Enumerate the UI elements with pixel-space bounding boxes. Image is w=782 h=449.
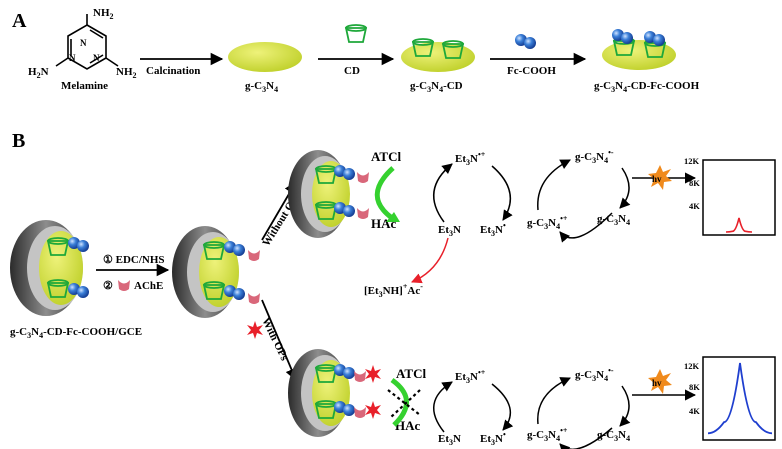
tick-label: 12K <box>684 156 700 166</box>
tick-label: 8K <box>689 382 700 392</box>
svg-text:N: N <box>80 38 87 48</box>
electrode-modified <box>10 220 89 316</box>
ecl-peak-small <box>725 217 753 233</box>
svg-text:g-C3N4•+: g-C3N4•+ <box>527 426 568 443</box>
ecl-peak-large <box>707 362 773 435</box>
svg-text:Et3N: Et3N <box>438 224 461 238</box>
svg-text:[Et3NH]+Ac-: [Et3NH]+Ac- <box>364 282 423 299</box>
svg-text:Et3N•+: Et3N•+ <box>455 150 486 167</box>
svg-text:Et3N•: Et3N• <box>480 430 506 447</box>
with-ops-label: With OPs <box>259 316 290 363</box>
electrode-label: g-C <box>10 326 27 338</box>
svg-text:g-C3N4-CD-Fc-COOH/GCE: g-C3N4-CD-Fc-COOH/GCE <box>10 326 142 340</box>
svg-text:N: N <box>69 53 76 63</box>
electrode-without-ops <box>288 150 369 238</box>
et3n-radical-cation-bottom: Et <box>455 371 466 383</box>
cd-cup-icon <box>345 24 367 43</box>
svg-text:g-C3N4-CD: g-C3N4-CD <box>410 80 463 94</box>
deprotonation-arrow-bottom <box>491 383 514 431</box>
redox-arrow-bottom <box>537 377 571 425</box>
panel-b-label: B <box>12 130 25 152</box>
gcn-radical-anion-top: g-C <box>575 151 592 163</box>
step1-label: ① EDC/NHS <box>103 254 165 266</box>
ache-icon <box>118 280 130 291</box>
et3n-bottom: Et <box>438 433 449 445</box>
panel-a-label: A <box>12 10 27 32</box>
electrode-ache <box>172 226 260 318</box>
gcn-cd-label: g-C <box>410 80 427 92</box>
step2-label: ② <box>103 280 113 292</box>
with-ops-arrow <box>261 299 298 382</box>
regeneration-arrow-bottom <box>559 427 613 449</box>
svg-text:g-C3N4•-: g-C3N4•- <box>575 148 614 165</box>
oxidation-arrow-bottom <box>432 381 453 433</box>
tick-label: 12K <box>684 361 700 371</box>
gcn-cd-fc-sheet <box>602 40 676 70</box>
deprotonation-arrow-top <box>491 165 513 221</box>
svg-text:NH2: NH2 <box>116 66 137 80</box>
et3n-radical-cation-top: Et <box>455 153 466 165</box>
cd-arrow-label: CD <box>344 65 360 77</box>
svg-text:NH2: NH2 <box>93 7 114 21</box>
gcn-radical-anion-bottom: g-C <box>575 369 592 381</box>
hv-top: hv <box>652 174 662 184</box>
tick-label: 4K <box>689 406 700 416</box>
oxidation-arrow-top <box>432 163 453 223</box>
electrode-with-ops <box>288 349 381 437</box>
atcl-bottom: ATCl <box>396 366 426 381</box>
hv-bottom: hv <box>652 378 662 388</box>
emission-arrow-bottom <box>619 385 631 427</box>
gcn-bottom: g-C <box>597 429 614 441</box>
svg-text:g-C3N4•-: g-C3N4•- <box>575 366 614 383</box>
svg-text:Et3N: Et3N <box>438 433 461 447</box>
svg-text:g-C3N4-CD-Fc-COOH: g-C3N4-CD-Fc-COOH <box>594 80 700 94</box>
fc-arrow-label: Fc-COOH <box>507 65 556 77</box>
gcn-product-label: g-C <box>245 80 262 92</box>
ecl-chart-with-ops: 12K 8K 4K <box>684 356 776 441</box>
enzymatic-arrow-top <box>374 166 395 221</box>
hac-bottom: HAc <box>395 418 421 433</box>
enzymatic-arrow-bottom <box>390 377 409 427</box>
ecl-chart-without-ops: 12K 8K 4K <box>684 156 776 236</box>
svg-text:g-C3N4: g-C3N4 <box>597 429 630 443</box>
svg-text:Et3N•+: Et3N•+ <box>455 368 486 385</box>
gcn-sheet <box>228 42 302 72</box>
et3n-radical-bottom: Et <box>480 433 491 445</box>
melamine-name: Melamine <box>61 80 108 92</box>
melamine-h2n-left: H <box>28 66 37 78</box>
et3n-radical-top: Et <box>480 224 491 236</box>
melamine-nh2-top: NH <box>93 7 110 19</box>
regeneration-arrow-top <box>559 212 613 243</box>
byproduct-arrow <box>411 237 449 284</box>
svg-text:g-C3N4•+: g-C3N4•+ <box>527 214 568 231</box>
svg-text:N: N <box>93 53 100 63</box>
gcn-radical-cation-top: g-C <box>527 217 544 229</box>
svg-text:g-C3N4: g-C3N4 <box>597 213 630 227</box>
atcl-top: ATCl <box>371 149 401 164</box>
redox-arrow-top <box>537 159 571 211</box>
svg-text:g-C3N4: g-C3N4 <box>245 80 278 94</box>
gcn-cd-fc-label: g-C <box>594 80 611 92</box>
svg-text:H2N: H2N <box>28 66 49 80</box>
gcn-cd-sheet <box>401 42 475 72</box>
gcn-radical-cation-bottom: g-C <box>527 429 544 441</box>
tick-label: 8K <box>689 178 700 188</box>
et3n-top: Et <box>438 224 449 236</box>
calcination-label: Calcination <box>146 65 200 77</box>
tick-label: 4K <box>689 201 700 211</box>
melamine-structure <box>55 14 119 70</box>
svg-text:Et3N•: Et3N• <box>480 221 506 238</box>
inhibition-cross <box>387 389 421 416</box>
step2-text: AChE <box>134 280 163 292</box>
byproduct-label: [Et <box>364 285 379 297</box>
emission-arrow-top <box>619 167 631 209</box>
melamine-nh2-right: NH <box>116 66 133 78</box>
fc-cooh-icon <box>515 34 536 49</box>
